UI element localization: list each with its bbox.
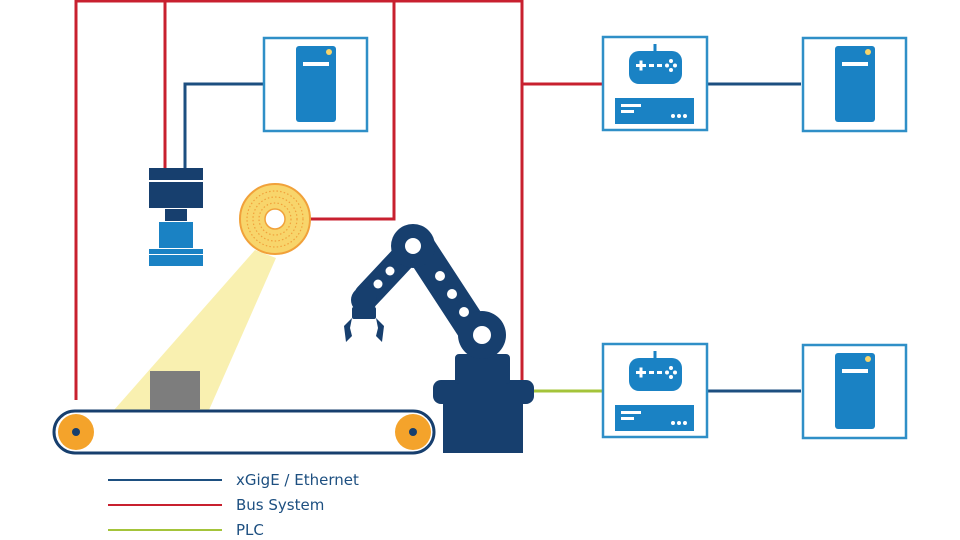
inspected-object — [150, 371, 200, 410]
light-beam — [114, 250, 276, 410]
controller-unit-icon — [615, 98, 694, 124]
gamepad-icon — [629, 351, 682, 391]
pc-tower-icon — [835, 46, 875, 122]
gamepad-icon — [629, 44, 682, 84]
legend-label-ethernet: xGigE / Ethernet — [236, 471, 359, 489]
vision-pc — [262, 36, 369, 133]
industrial-camera-icon — [149, 168, 203, 266]
pc-bottom-right — [801, 343, 908, 440]
legend-label-plc: PLC — [236, 521, 264, 539]
controller-unit-icon — [615, 405, 694, 431]
ring-light-icon — [239, 183, 311, 255]
ethernet-lines — [183, 82, 801, 393]
legend: xGigE / Ethernet Bus System PLC — [108, 471, 359, 539]
controller-top — [601, 35, 709, 132]
pc-tower-icon — [296, 46, 336, 122]
robot-arm-icon — [344, 224, 534, 453]
legend-label-bus: Bus System — [236, 496, 324, 514]
conveyor-belt-icon — [52, 409, 436, 455]
pc-tower-icon — [835, 353, 875, 429]
bus-system-lines — [74, 0, 602, 400]
controller-bottom — [601, 342, 709, 439]
pc-top-right — [801, 36, 908, 133]
